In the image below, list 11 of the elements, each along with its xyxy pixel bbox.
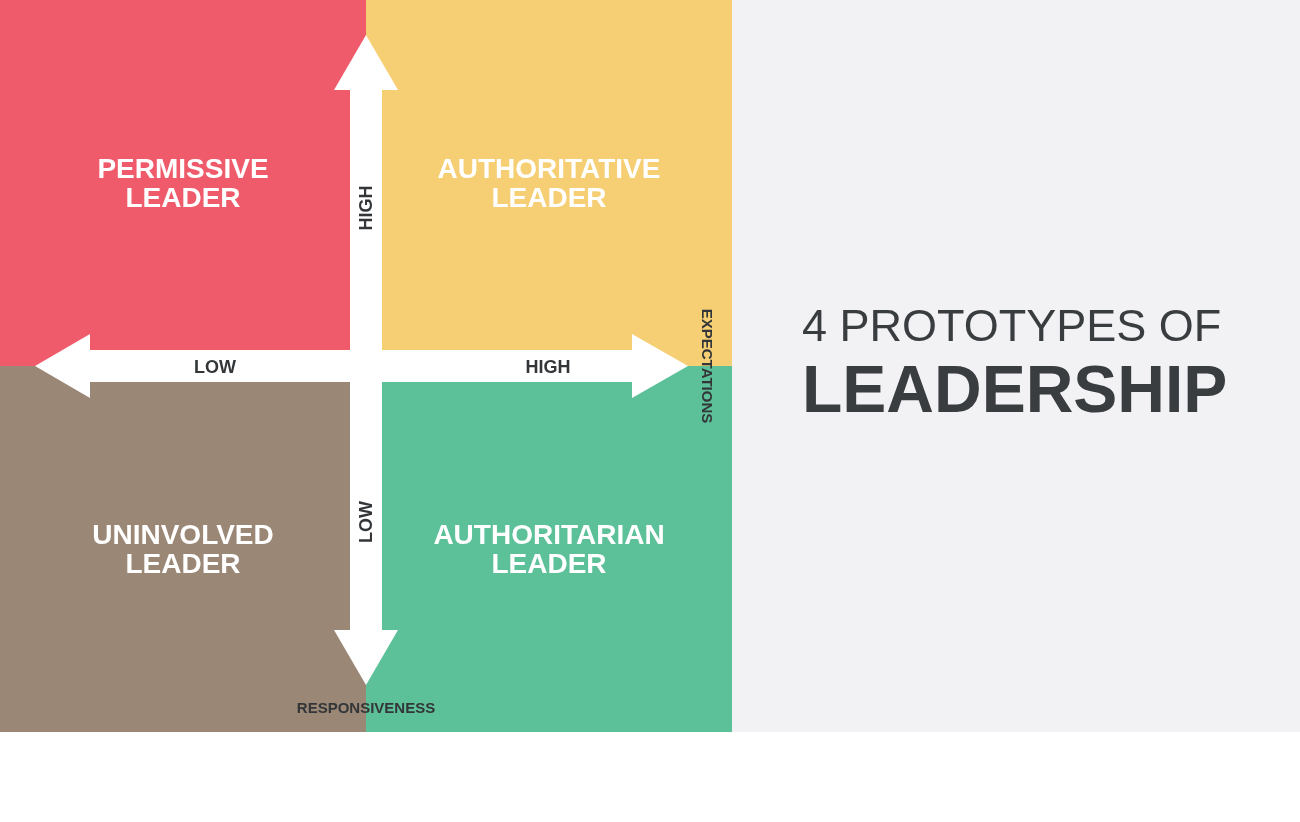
axis-label: LOW: [194, 358, 236, 376]
axis-label: RESPONSIVENESS: [296, 699, 436, 715]
quadrant-label: PERMISSIVE LEADER: [96, 154, 270, 212]
quadrant-label: AUTHORITARIAN LEADER: [432, 520, 666, 578]
quadrant-label: AUTHORITATIVE LEADER: [436, 154, 662, 212]
axis-label: LOW: [357, 501, 375, 543]
title: 4 PROTOTYPES OF LEADERSHIP: [802, 300, 1229, 428]
axis-label: EXPECTATIONS: [699, 308, 715, 424]
axis-label: HIGH: [525, 358, 571, 376]
quadrant-label: UNINVOLVED LEADER: [91, 520, 275, 578]
axis-label: HIGH: [357, 185, 375, 231]
